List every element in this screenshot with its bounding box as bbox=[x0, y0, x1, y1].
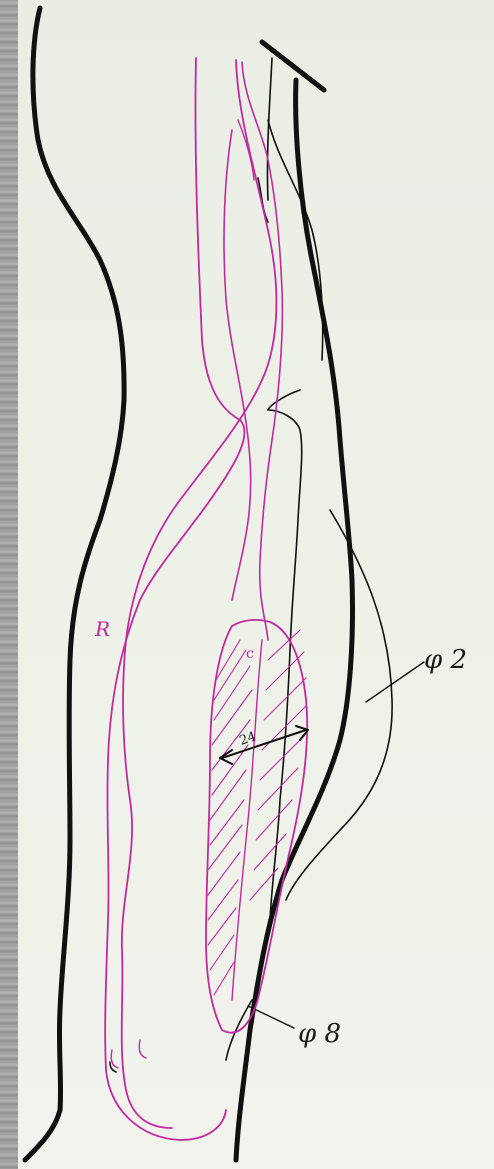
pink-muscle-midline bbox=[232, 640, 262, 1000]
right-label: φ 2 bbox=[424, 645, 467, 675]
swelling-contour bbox=[286, 510, 392, 900]
left-outline bbox=[25, 8, 124, 1160]
pink-muscle-body bbox=[206, 620, 307, 1033]
leader-line-upper bbox=[366, 662, 424, 702]
inner-pink-letter: c bbox=[246, 646, 254, 662]
pink-upper-strand-3 bbox=[238, 120, 254, 180]
pink-end-mark-1 bbox=[111, 1050, 118, 1068]
hatching bbox=[208, 630, 306, 995]
pink-inner-tube bbox=[122, 60, 277, 1128]
bottom-label: φ 8 bbox=[298, 1019, 341, 1049]
left-pink-letter: R bbox=[94, 617, 110, 641]
pink-upper-strand-2 bbox=[224, 130, 251, 600]
pink-end-mark-2 bbox=[139, 1040, 146, 1058]
tendon-mark bbox=[258, 178, 268, 222]
